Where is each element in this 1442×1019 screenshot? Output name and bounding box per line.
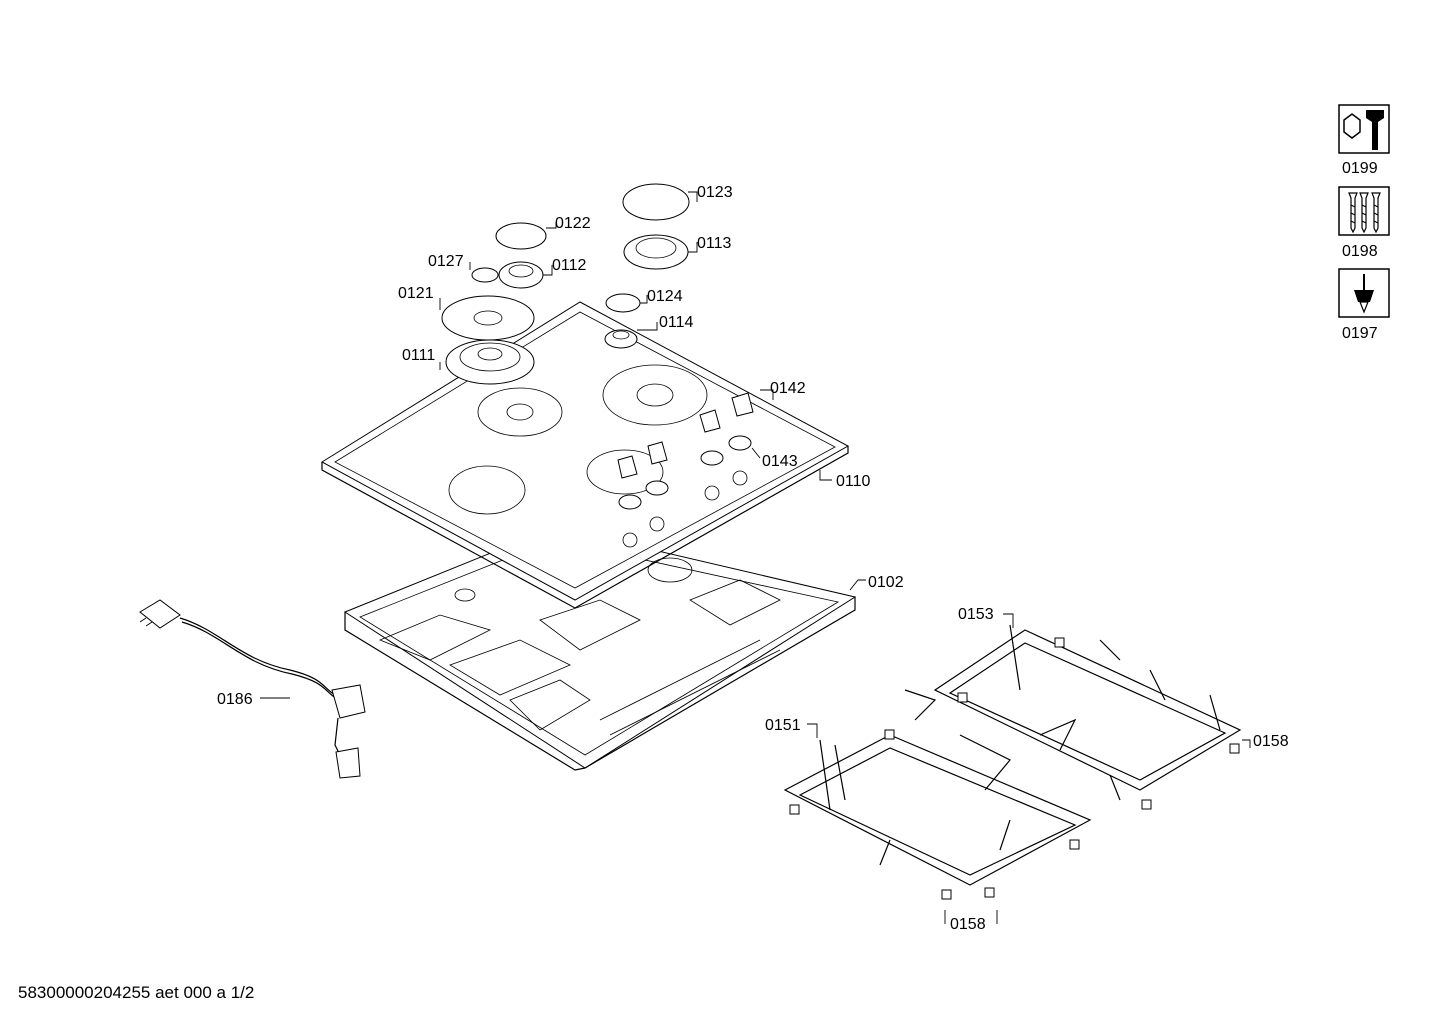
label-0112: 0112 [552, 257, 587, 274]
burner-caps [441, 183, 690, 341]
hob-top-plate [321, 301, 850, 609]
label-0143: 0143 [762, 453, 798, 470]
leader-lines [260, 191, 1251, 924]
accessory-icons: 0199 0198 0197 [1338, 104, 1390, 342]
wrench-nut-icon: 0199 [1338, 104, 1390, 177]
control-knobs [617, 392, 754, 510]
base-tray [343, 526, 857, 771]
power-cable [139, 599, 366, 779]
label-0158-bottom: 0158 [950, 916, 986, 933]
label-0186: 0186 [217, 691, 253, 708]
document-id: 58300000204255 aet 000 a 1/2 [18, 983, 254, 1002]
screws-icon: 0198 [1338, 186, 1390, 260]
label-0153: 0153 [958, 606, 994, 623]
label-0113: 0113 [697, 235, 732, 252]
icon-label-0197: 0197 [1342, 325, 1378, 342]
part-labels: 0123 0122 0113 0127 0112 0121 0124 0114 … [217, 184, 1289, 933]
label-0142: 0142 [770, 380, 806, 397]
label-0121: 0121 [398, 285, 434, 302]
icon-label-0198: 0198 [1342, 243, 1378, 260]
label-0124: 0124 [647, 288, 683, 305]
label-0122: 0122 [555, 215, 591, 232]
label-0127: 0127 [428, 253, 464, 270]
label-0110: 0110 [836, 473, 871, 490]
pan-support-right [933, 624, 1242, 810]
label-0123: 0123 [697, 184, 733, 201]
label-0158-right: 0158 [1253, 733, 1289, 750]
screwdriver-icon: 0197 [1338, 268, 1390, 342]
label-0114: 0114 [659, 314, 694, 331]
label-0102: 0102 [868, 574, 904, 591]
label-0111: 0111 [402, 347, 435, 364]
burner-heads [445, 234, 689, 385]
pan-support-left [783, 689, 1092, 900]
label-0151: 0151 [765, 717, 801, 734]
icon-label-0199: 0199 [1342, 160, 1378, 177]
